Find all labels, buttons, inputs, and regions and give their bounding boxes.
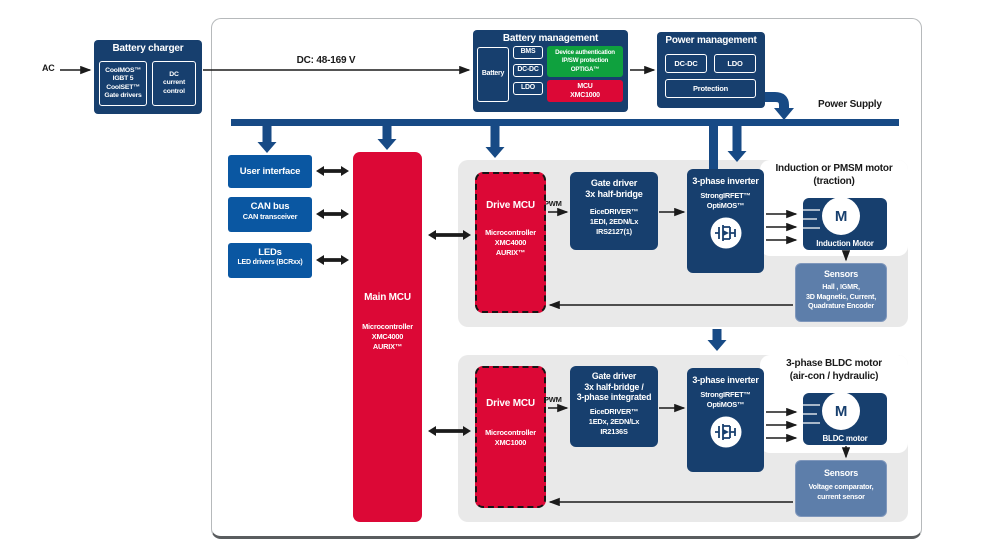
- battery-charger-box: Battery charger CoolMOS™ IGBT 5 CoolSET™…: [94, 40, 202, 114]
- can-bus-sub: CAN transceiver: [242, 212, 298, 222]
- bldc-sensors-box: Sensors Voltage comparator, current sens…: [795, 460, 887, 517]
- motor-winding-lines: [803, 404, 820, 424]
- battery-subbox: Battery: [477, 47, 509, 102]
- ldo-subbox: LDO: [513, 82, 543, 95]
- bldc-motor-box: M BLDC motor: [803, 392, 887, 445]
- bm-mcu-subbox: MCU XMC1000: [547, 80, 623, 102]
- bldc-motor-label: BLDC motor: [822, 434, 868, 443]
- traction-sensors-sub: Hall , IGMR, 3D Magnetic, Current, Quadr…: [805, 281, 877, 311]
- motor-letter: M: [834, 207, 848, 225]
- bldc-inverter-box: 3-phase inverter StrongIRFET™ OptiMOS™: [687, 368, 764, 472]
- battery-management-title: Battery management: [502, 33, 599, 44]
- battery-charger-dc-control: DC current control: [152, 61, 196, 106]
- bldc-gate-driver-title: Gate driver 3x half-bridge / 3-phase int…: [576, 371, 652, 403]
- traction-panel-title: Induction or PMSM motor (traction): [775, 163, 893, 187]
- traction-drive-mcu-title: Drive MCU: [486, 200, 535, 211]
- leds-title: LEDs: [258, 247, 282, 258]
- pm-protection-subbox: Protection: [665, 79, 756, 98]
- traction-inverter-box: 3-phase inverter StrongIRFET™ OptiMOS™: [687, 169, 764, 273]
- bldc-gate-driver-box: Gate driver 3x half-bridge / 3-phase int…: [570, 366, 658, 447]
- battery-charger-title: Battery charger: [112, 43, 184, 54]
- traction-inverter-title: 3-phase inverter: [692, 176, 759, 186]
- battery-management-box: Battery management Battery BMS DC-DC LDO…: [473, 30, 628, 112]
- bms-subbox: BMS: [513, 46, 543, 59]
- main-mcu-sub: Microcontroller XMC4000 AURIX™: [362, 322, 413, 351]
- dcdc-subbox: DC-DC: [513, 64, 543, 77]
- traction-inverter-sub: StrongIRFET™ OptiMOS™: [700, 190, 751, 210]
- induction-motor-box: M Induction Motor: [803, 197, 887, 250]
- pwm-label-bldc: PWM: [544, 395, 562, 404]
- traction-drive-mcu-box: Drive MCU Microcontroller XMC4000 AURIX™: [475, 172, 546, 313]
- pm-ldo-subbox: LDO: [714, 54, 756, 73]
- traction-sensors-title: Sensors: [823, 269, 859, 279]
- user-interface-box: User interface: [228, 155, 312, 188]
- motor-winding-lines: [803, 209, 820, 229]
- bldc-sensors-title: Sensors: [823, 468, 859, 478]
- mosfet-icon: [710, 416, 741, 448]
- traction-sensors-box: Sensors Hall , IGMR, 3D Magnetic, Curren…: [795, 263, 887, 322]
- battery-charger-devices: CoolMOS™ IGBT 5 CoolSET™ Gate drivers: [99, 61, 147, 106]
- bldc-panel-title: 3-phase BLDC motor (air-con / hydraulic): [786, 358, 882, 382]
- dc-link-label: DC: 48-169 V: [296, 55, 356, 66]
- bldc-inverter-sub: StrongIRFET™ OptiMOS™: [700, 389, 751, 409]
- power-management-box: Power management DC-DC LDO Protection: [657, 32, 765, 108]
- main-mcu-title: Main MCU: [364, 292, 411, 303]
- power-supply-label: Power Supply: [818, 99, 882, 110]
- ac-input-label: AC: [42, 63, 55, 73]
- bldc-drive-mcu-sub: Microcontroller XMC1000: [485, 428, 536, 447]
- pwm-label-traction: PWM: [544, 199, 562, 208]
- bldc-gate-driver-sub: EiceDRIVER™ 1EDx, 2EDN/Lx IR2136S: [588, 406, 640, 436]
- can-bus-title: CAN bus: [250, 201, 290, 212]
- bldc-drive-mcu-title: Drive MCU: [486, 398, 535, 409]
- leds-box: LEDs LED drivers (BCRxx): [228, 243, 312, 278]
- traction-gate-driver-box: Gate driver 3x half-bridge EiceDRIVER™ 1…: [570, 172, 658, 250]
- induction-motor-label: Induction Motor: [816, 239, 874, 248]
- bldc-sensors-sub: Voltage comparator, current sensor: [808, 481, 874, 501]
- pm-dcdc-subbox: DC-DC: [665, 54, 707, 73]
- traction-gate-driver-sub: EiceDRIVER™ 1EDI, 2EDN/Lx IRS2127(1): [589, 207, 639, 237]
- can-bus-box: CAN bus CAN transceiver: [228, 197, 312, 232]
- optiga-security-subbox: Device authentication IP/SW protection O…: [547, 46, 623, 77]
- leds-sub: LED drivers (BCRxx): [237, 259, 303, 267]
- motor-letter: M: [834, 402, 848, 420]
- motor-circle: M: [822, 392, 860, 430]
- bldc-inverter-title: 3-phase inverter: [692, 375, 759, 385]
- traction-drive-mcu-sub: Microcontroller XMC4000 AURIX™: [485, 228, 536, 257]
- power-management-title: Power management: [665, 35, 757, 46]
- traction-gate-driver-title: Gate driver 3x half-bridge: [585, 178, 643, 200]
- main-mcu-box: Main MCU Microcontroller XMC4000 AURIX™: [353, 152, 422, 522]
- bldc-drive-mcu-box: Drive MCU Microcontroller XMC1000: [475, 366, 546, 508]
- motor-circle: M: [822, 197, 860, 235]
- mosfet-icon: [710, 217, 741, 249]
